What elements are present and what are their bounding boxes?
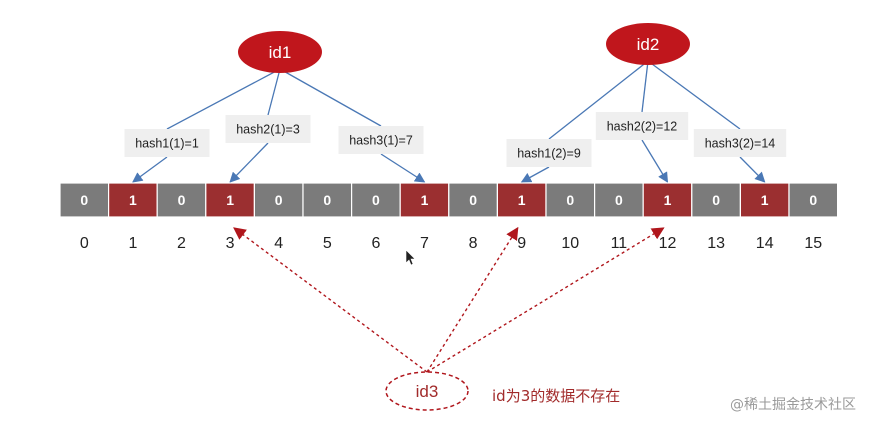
bit-value-9: 1 [518,192,526,208]
index-label-4: 4 [274,235,283,252]
bit-value-6: 0 [372,192,380,208]
hash-labels: hash1(1)=1 hash2(1)=3 hash3(1)=7 hash1(2)=9… [124,112,787,167]
bit-cell-13 [691,182,741,218]
watermark: @稀土掘金技术社区 [730,397,856,413]
node-id2-label: id2 [637,35,660,54]
edge-id1-label-2 [279,68,382,127]
edge-id1-label-0 [166,68,281,130]
hash-label-box-1 [225,115,311,143]
index-label-8: 8 [469,235,478,252]
hash-label-box-4 [595,112,689,140]
index-label-12: 12 [659,235,677,252]
bit-value-0: 0 [80,192,88,208]
index-label-10: 10 [561,235,579,252]
arrow-to-cell-14 [739,156,766,183]
index-label-14: 14 [756,235,774,252]
bit-cell-4 [253,182,304,218]
bit-cell-1 [107,182,158,218]
bit-value-2: 0 [178,192,186,208]
bit-cell-12 [642,182,693,218]
index-label-11: 11 [611,235,628,252]
bit-value-5: 0 [323,192,331,208]
bit-array: 0 1 0 1 0 0 0 1 0 1 0 0 1 0 1 0 [59,182,839,218]
bit-value-15: 0 [809,192,817,208]
hash-label-box-5 [693,129,787,157]
result-note: id为3的数据不存在 [492,387,620,405]
node-id3-label: id3 [416,382,439,401]
node-id1: id1 [238,31,322,73]
index-label-2: 2 [177,235,186,252]
arrow-to-cell-1 [132,156,168,183]
bit-cell-8 [448,182,498,218]
bit-value-4: 0 [275,192,283,208]
index-label-6: 6 [371,235,380,252]
bit-value-3: 1 [226,192,234,208]
index-label-1: 1 [128,235,137,252]
index-label-15: 15 [804,235,822,252]
bit-value-1: 1 [129,192,137,208]
query-arrow-9 [426,226,519,373]
bit-cell-9 [496,182,547,218]
hash-label-5: hash3(2)=14 [705,137,776,151]
node-id1-ellipse [238,31,322,73]
bit-value-10: 0 [566,192,574,208]
node-id1-label: id1 [269,43,292,62]
arrow-to-cell-7 [380,153,426,183]
index-label-3: 3 [226,235,235,252]
index-label-9: 9 [517,235,526,252]
bit-cell-2 [156,182,207,218]
hash-label-1: hash2(1)=3 [236,123,300,137]
hash-label-2: hash3(1)=7 [349,134,413,148]
index-label-13: 13 [707,235,725,252]
bit-value-8: 0 [469,192,477,208]
index-label-5: 5 [323,235,332,252]
bit-cell-3 [205,182,256,218]
edge-id2-label-3 [548,60,649,140]
hash-edges [132,60,766,183]
index-label-0: 0 [80,235,89,252]
index-label-7: 7 [420,235,429,252]
mouse-cursor-icon [405,249,416,266]
bit-value-12: 1 [664,192,672,208]
bit-value-11: 0 [615,192,623,208]
query-edges [233,226,665,373]
bit-cell-6 [351,182,401,218]
node-id3-ellipse [385,371,469,411]
query-arrow-3 [233,227,428,373]
hash-label-0: hash1(1)=1 [135,137,199,151]
edge-id2-label-5 [647,60,741,130]
bit-value-13: 0 [712,192,720,208]
bit-value-14: 1 [761,192,769,208]
bit-cell-15 [788,182,839,218]
hash-label-box-3 [506,139,592,167]
edge-id2-label-4 [641,60,649,113]
hash-label-4: hash2(2)=12 [607,120,678,134]
arrow-to-cell-9 [520,166,550,183]
hash-label-box-0 [124,129,210,157]
arrow-to-cell-3 [229,142,269,183]
bit-cell-5 [302,182,353,218]
hash-label-3: hash1(2)=9 [517,147,581,161]
node-id2: id2 [606,23,690,65]
bit-value-7: 1 [421,192,429,208]
hash-label-box-2 [338,126,424,154]
query-arrow-12 [426,227,665,373]
node-id2-ellipse [606,23,690,65]
node-id3: id3 [385,371,469,411]
edge-id1-label-1 [267,68,281,116]
arrow-to-cell-12 [641,139,669,183]
bit-cell-10 [545,182,596,218]
